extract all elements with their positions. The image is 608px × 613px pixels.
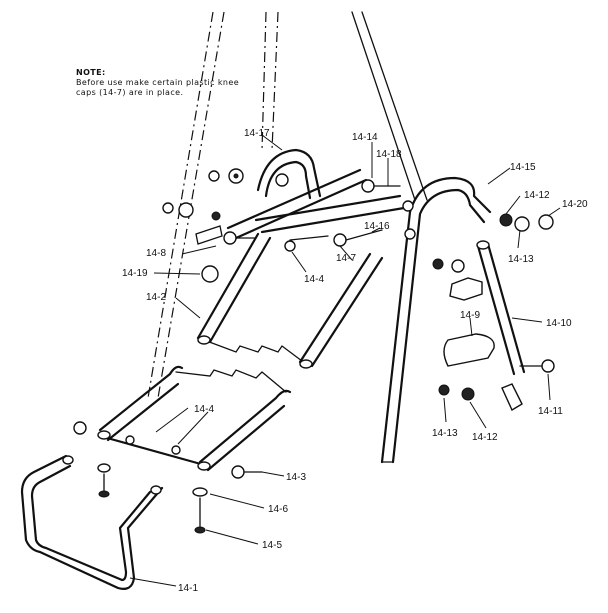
callout-14-1: 14-1 — [178, 583, 198, 594]
callout-14-10: 14-10 — [546, 318, 572, 329]
frame-upright-14-15 — [380, 176, 492, 464]
callout-14-12-lower: 14-12 — [472, 432, 498, 443]
base-bracket-14-1 — [20, 454, 164, 590]
note-line-2: caps (14-7) are in place. — [76, 88, 184, 97]
hardware-parts — [73, 168, 555, 534]
callout-14-15: 14-15 — [510, 162, 536, 173]
callout-14-16: 14-16 — [364, 221, 390, 232]
assembly-note: NOTE: Before use make certain plastic kn… — [76, 68, 276, 98]
callout-14-5: 14-5 — [262, 540, 282, 551]
callout-14-20: 14-20 — [562, 199, 588, 210]
callout-14-13-upper: 14-13 — [508, 254, 534, 265]
callout-14-12-upper: 14-12 — [524, 190, 550, 201]
slide-bed-14-2 — [196, 232, 384, 369]
leader-lines — [129, 134, 561, 587]
callout-14-4-lower: 14-4 — [194, 404, 214, 415]
callout-14-8: 14-8 — [146, 248, 166, 259]
lower-slide-frame — [97, 365, 292, 472]
callout-14-2: 14-2 — [146, 292, 166, 303]
callout-14-9: 14-9 — [460, 310, 480, 321]
callout-14-7: 14-7 — [336, 253, 356, 264]
callout-14-18: 14-18 — [376, 149, 402, 160]
callout-14-13-lower: 14-13 — [432, 428, 458, 439]
callout-14-14: 14-14 — [352, 132, 378, 143]
note-title: NOTE: — [76, 68, 106, 77]
callout-labels: 14-17 14-14 14-18 14-15 14-12 14-20 14-1… — [122, 128, 588, 594]
callout-14-4-upper: 14-4 — [304, 274, 324, 285]
bracket-14-9 — [443, 277, 523, 412]
callout-14-19: 14-19 — [122, 268, 148, 279]
note-line-1: Before use make certain plastic knee — [76, 78, 240, 87]
upper-crossbars — [226, 168, 406, 240]
side-rail-14-10 — [476, 240, 526, 376]
callout-14-3: 14-3 — [286, 472, 306, 483]
top-handle-14-17 — [256, 148, 322, 200]
callout-14-11: 14-11 — [538, 406, 563, 417]
callout-14-6: 14-6 — [268, 504, 288, 515]
callout-14-17: 14-17 — [244, 128, 270, 139]
